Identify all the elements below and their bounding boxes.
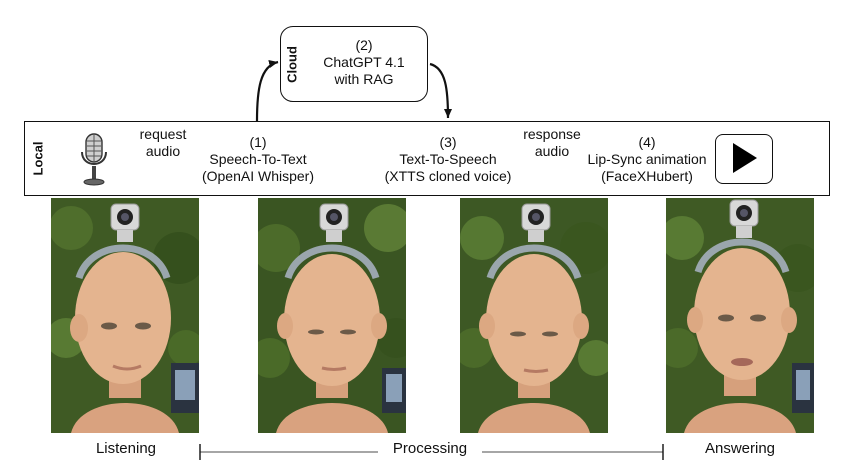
cloud-side-label: Cloud	[284, 46, 300, 83]
robot-photo-processing-1	[258, 198, 406, 433]
step-4-number: (4)	[638, 134, 656, 150]
step-text-to-speech: (3) Text-To-Speech (XTTS cloned voice)	[366, 134, 530, 185]
step-1-title: Speech-To-Text	[209, 151, 307, 167]
play-button[interactable]	[715, 134, 773, 184]
step-4-title: Lip-Sync animation	[587, 151, 707, 167]
play-icon	[733, 143, 757, 173]
response-audio-label: response audio	[523, 126, 581, 159]
local-side-label: Local	[30, 141, 46, 176]
arrow-to-cloud	[255, 60, 279, 122]
robot-photo-listening	[51, 198, 199, 433]
step-3-number: (3)	[439, 134, 457, 150]
caption-processing: Processing	[378, 440, 482, 457]
cloud-model-label: ChatGPT 4.1	[323, 54, 405, 70]
local-box	[24, 121, 830, 196]
step-4-model: (FaceXHubert)	[601, 168, 693, 184]
cloud-rag-label: with RAG	[334, 71, 394, 87]
step-1-model: (OpenAI Whisper)	[201, 168, 315, 184]
step-1-number: (1)	[249, 134, 267, 150]
step-lip-sync: (4) Lip-Sync animation (FaceXHubert)	[578, 134, 716, 185]
arrow-from-cloud	[429, 62, 452, 119]
cloud-box	[280, 26, 428, 102]
caption-listening: Listening	[95, 440, 157, 457]
microphone-icon	[81, 133, 107, 186]
step-3-title: Text-To-Speech	[399, 151, 497, 167]
caption-answering: Answering	[704, 440, 776, 457]
cloud-content: (2) ChatGPT 4.1 with RAG	[302, 37, 426, 88]
request-audio-label: request audio	[139, 126, 187, 159]
robot-photo-processing-2	[460, 198, 608, 433]
step-3-model: (XTTS cloned voice)	[384, 168, 512, 184]
step-speech-to-text: (1) Speech-To-Text (OpenAI Whisper)	[190, 134, 326, 185]
robot-photo-answering	[666, 198, 814, 433]
cloud-step-number: (2)	[355, 37, 373, 53]
